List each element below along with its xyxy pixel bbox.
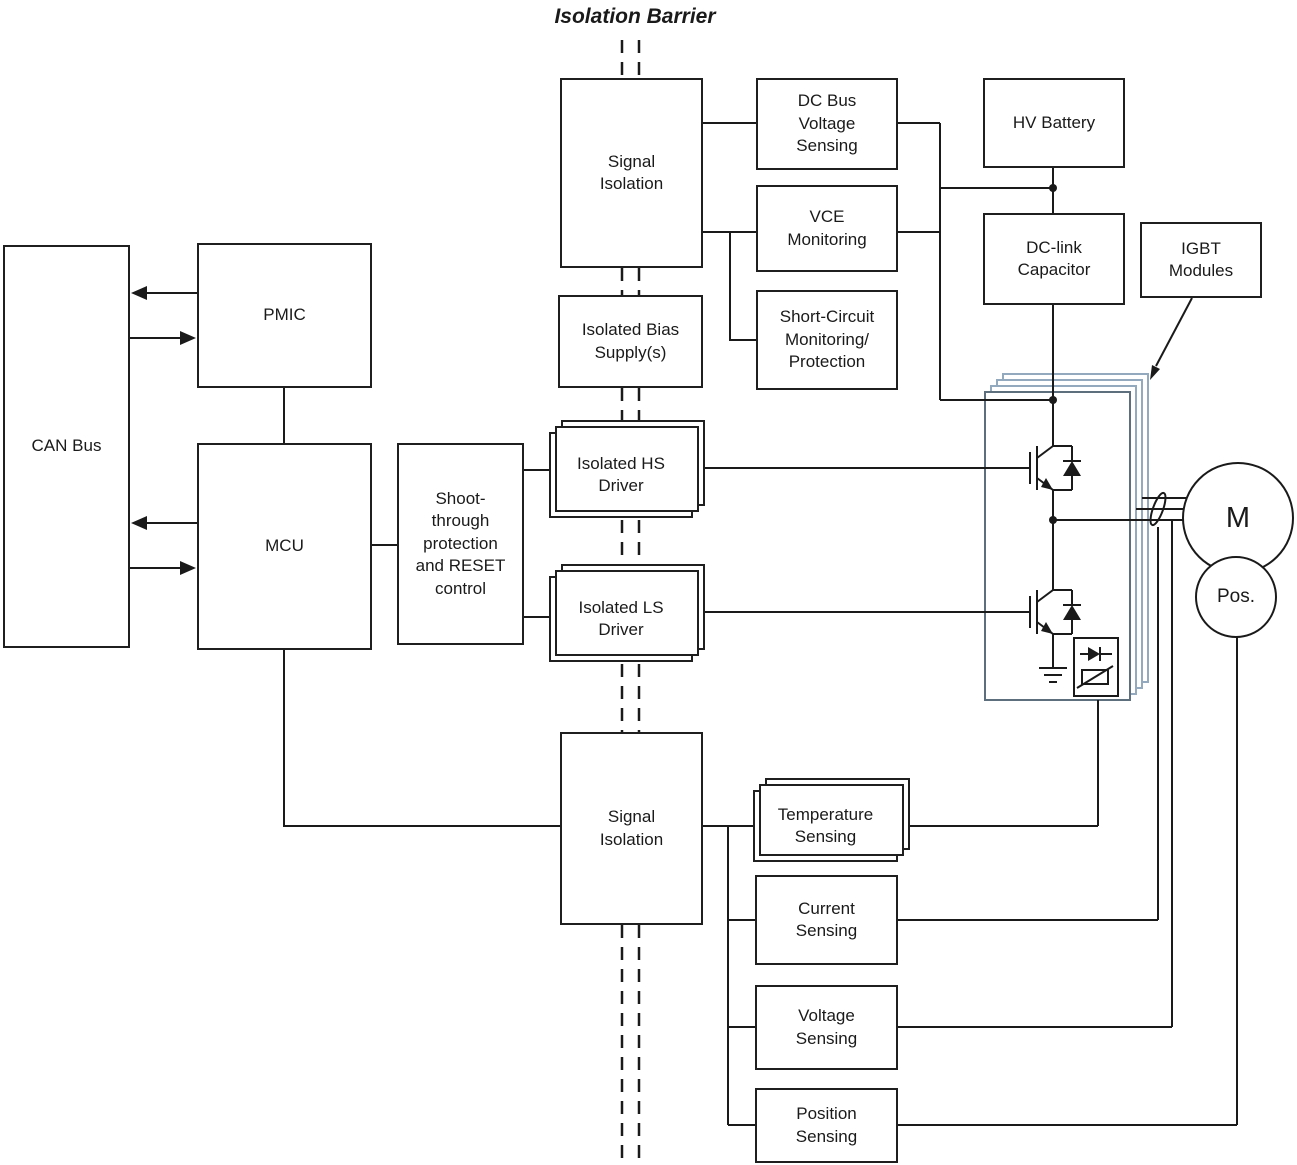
node-label: Short-Circuit Monitoring/ Protection: [779, 307, 875, 372]
node-dc-link-capacitor: DC-link Capacitor: [983, 213, 1125, 305]
position-sensor-label: Pos.: [1216, 586, 1256, 607]
node-label: CAN Bus: [31, 436, 102, 456]
ls-igbt-icon: [1029, 520, 1081, 668]
node-label: Isolated LS Driver: [578, 597, 664, 639]
node-temperature-sensing: Temperature Sensing: [753, 778, 910, 862]
node-position-sensing: Position Sensing: [755, 1088, 898, 1163]
node-label: IGBT Modules: [1168, 238, 1234, 280]
node-label: Current Sensing: [795, 898, 858, 940]
node-dc-bus-voltage-sensing: DC Bus Voltage Sensing: [756, 78, 898, 170]
node-label: Shoot-through protection and RESET contr…: [415, 488, 506, 598]
node-label: Temperature Sensing: [777, 804, 874, 846]
junction-dots: [1049, 184, 1057, 524]
temp-sensor-icon: [1073, 637, 1119, 697]
gate-drive-lines: [693, 467, 1030, 613]
node-label: Isolated Bias Supply(s): [581, 320, 680, 362]
node-label: VCE Monitoring: [787, 207, 867, 249]
node-label: PMIC: [263, 305, 306, 325]
node-can-bus: CAN Bus: [3, 245, 130, 648]
node-igbt-modules-label: IGBT Modules: [1140, 222, 1262, 298]
node-signal-isolation-top: Signal Isolation: [560, 78, 703, 268]
ground-icon: [1039, 667, 1067, 683]
motor-label: M: [1225, 501, 1251, 534]
diagram-title: Isolation Barrier: [554, 5, 716, 28]
node-vce-monitoring: VCE Monitoring: [756, 185, 898, 272]
node-short-circuit-monitoring: Short-Circuit Monitoring/ Protection: [756, 290, 898, 390]
node-pmic: PMIC: [197, 243, 372, 388]
node-isolated-hs-driver: Isolated HS Driver: [549, 420, 705, 518]
current-sensor-loop-icon: [1149, 491, 1167, 527]
node-voltage-sensing: Voltage Sensing: [755, 985, 898, 1070]
node-label: Signal Isolation: [599, 151, 664, 193]
can-bus-arrows: [130, 286, 197, 575]
igbt-module-stack: [984, 373, 1149, 701]
node-current-sensing: Current Sensing: [755, 875, 898, 965]
node-label: Signal Isolation: [599, 807, 664, 849]
node-label: DC-link Capacitor: [1017, 237, 1091, 279]
node-signal-isolation-bottom: Signal Isolation: [560, 732, 703, 925]
node-label: HV Battery: [1012, 112, 1096, 132]
node-label: Voltage Sensing: [795, 1006, 858, 1048]
node-label: DC Bus Voltage Sensing: [796, 91, 858, 156]
node-isolated-ls-driver: Isolated LS Driver: [549, 564, 705, 662]
node-label: Position Sensing: [795, 1104, 858, 1146]
node-hv-battery: HV Battery: [983, 78, 1125, 168]
position-sensor-circle: [1195, 556, 1277, 638]
hs-igbt-icon: [1029, 445, 1081, 520]
node-label: Isolated HS Driver: [577, 453, 665, 495]
node-shoot-through-protection: Shoot-through protection and RESET contr…: [397, 443, 524, 645]
isolation-barrier-icon: [620, 40, 641, 1160]
igbt-modules-pointer-arrow: [1150, 297, 1193, 380]
node-mcu: MCU: [197, 443, 372, 650]
node-label: MCU: [265, 536, 304, 556]
node-isolated-bias-supply: Isolated Bias Supply(s): [558, 295, 703, 388]
connector-lines: [283, 122, 1238, 1126]
